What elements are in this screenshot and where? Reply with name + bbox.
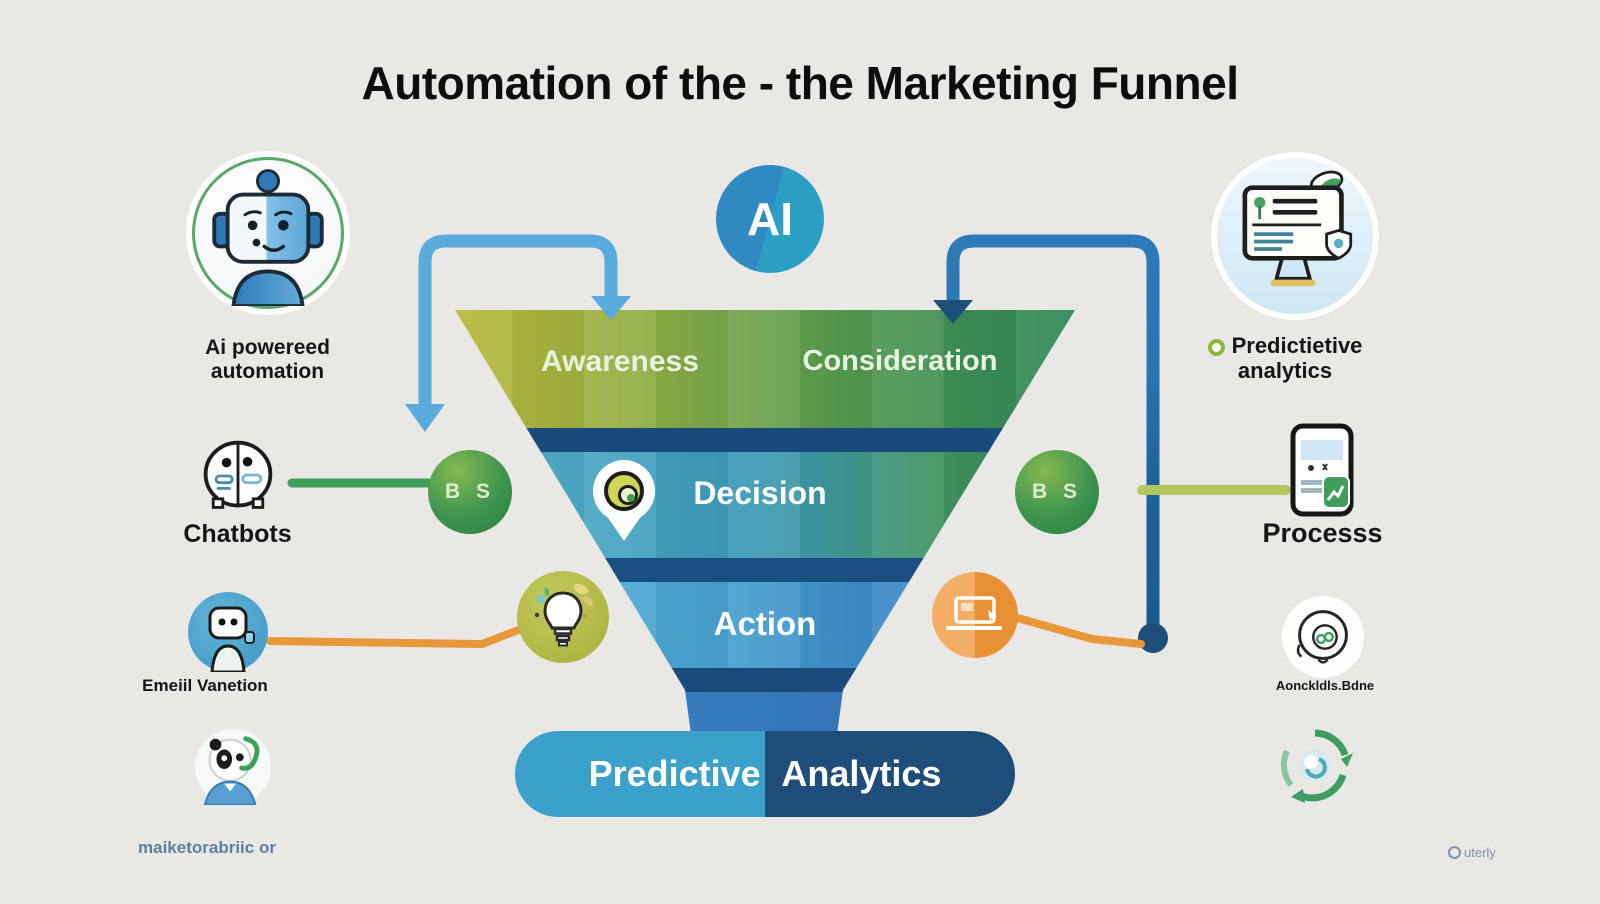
automation-label-line1: Ai powereed (205, 336, 330, 359)
stage-label-consideration: Consideration (802, 345, 998, 377)
right-arrowhead-funnel-icon (933, 300, 973, 324)
left-flow-arrow (418, 234, 618, 406)
email-label: Emeiil Vanetion (142, 676, 268, 695)
predictive-analytics-pill: Predictive Analytics (515, 731, 1015, 817)
chatbots-label: Chatbots (183, 520, 292, 548)
sketch-circle-icon (1281, 595, 1365, 679)
map-pin-tail (606, 515, 642, 541)
green-bubble-right-icon: B S (1015, 450, 1099, 534)
pin-center-dot (627, 494, 635, 502)
email-connector-line (266, 625, 525, 648)
green-bubble-left-icon: B S (428, 450, 512, 534)
email-robot-icon (188, 592, 268, 674)
robot-head-icon (212, 169, 324, 308)
green-bubble-right-label: B S (1031, 480, 1082, 503)
panda-robot-icon (194, 728, 272, 806)
green-bubble-left-label: B S (444, 480, 495, 503)
laptop-connector-line (1010, 613, 1145, 648)
stage-label-awareness: Awareness (541, 345, 699, 378)
lightbulb-icon (517, 571, 609, 663)
footer-watermark-left: maiketorabriic or (138, 838, 276, 857)
stage-label-action: Action (713, 605, 817, 642)
mobile-phone-icon (1287, 422, 1357, 518)
map-pin-icon (593, 460, 655, 522)
predictive-label-line1: Predictietive (1231, 333, 1363, 358)
process-label: Processs (1262, 518, 1383, 548)
automation-label: Ai powereed automation (150, 336, 385, 383)
predictive-analytics-label: Predictive Analytics (588, 753, 942, 794)
left-arrowhead-funnel-icon (591, 296, 631, 320)
stage-label-decision: Decision (693, 475, 827, 511)
ai-badge-label: AI (747, 193, 793, 245)
dashboard-monitor-icon (1211, 152, 1379, 320)
analytics-note-label: Aonckldls.Bdne (1275, 678, 1375, 693)
pin-inner-ring (618, 485, 638, 505)
ai-robot-avatar-icon (192, 157, 344, 309)
right-arrow-endpoint-dot (1138, 623, 1168, 653)
chatbot-bubble-icon (198, 436, 278, 516)
funnel-divider-1 (455, 428, 1075, 452)
laptop-icon (932, 572, 1018, 658)
automation-label-line2: automation (210, 359, 325, 383)
pin-ring (604, 471, 644, 511)
ai-badge: AI (716, 165, 824, 273)
brand-label: uterly (1464, 845, 1496, 860)
predictive-label-line2: analytics (1237, 357, 1333, 383)
footer-brand: uterly (1448, 845, 1496, 860)
page-title: Automation of the - the Marketing Funnel (361, 57, 1239, 109)
bullet-dot-icon (1207, 338, 1225, 356)
brand-logo-icon (1448, 846, 1461, 859)
right-flow-arrow (946, 234, 1160, 628)
left-arrowhead-down-icon (405, 404, 445, 432)
funnel-tier-top (455, 310, 1075, 428)
tier-stripes (455, 310, 1075, 428)
predictive-analytics-label: Predictietive analytics (1170, 333, 1400, 383)
recycle-arrows-icon (1273, 723, 1357, 807)
